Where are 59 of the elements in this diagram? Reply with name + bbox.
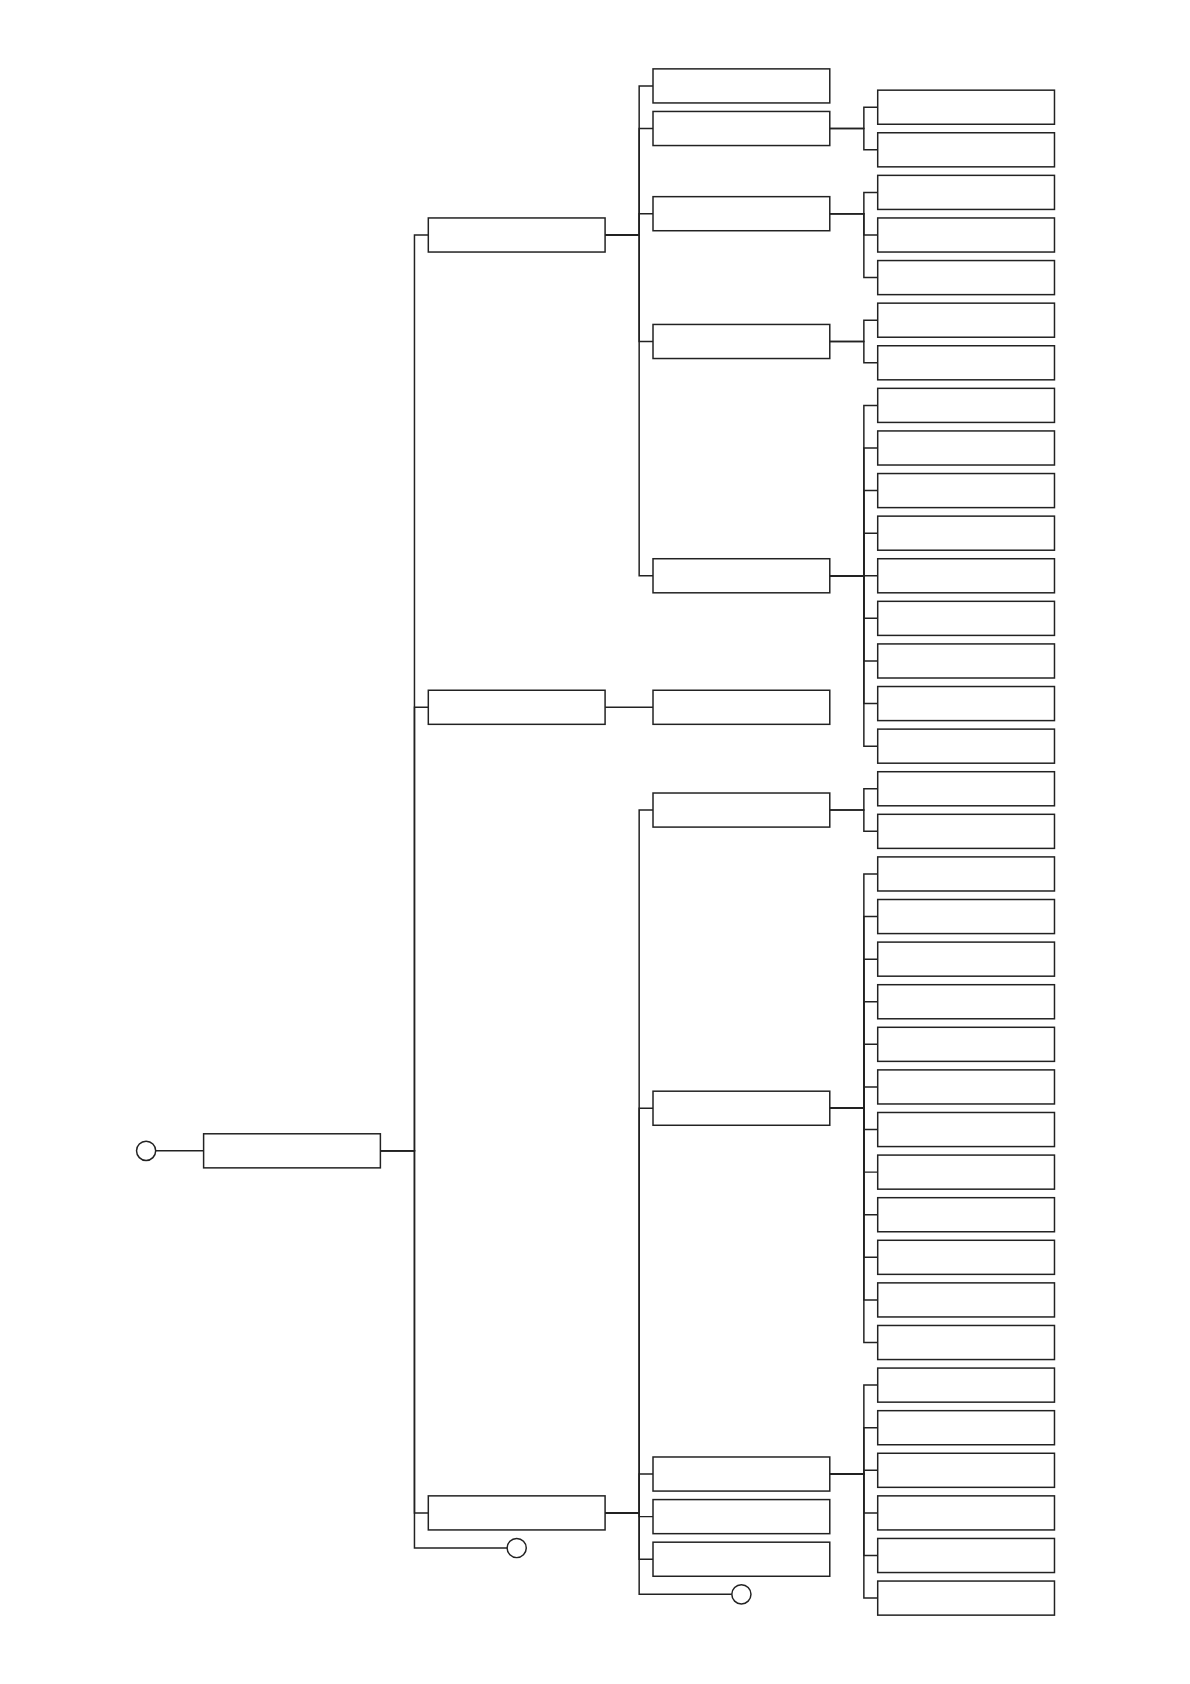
node-box: [876, 1324, 1055, 1361]
node-box: [876, 1111, 1055, 1148]
node-box: [876, 89, 1055, 125]
node-box: [876, 1452, 1055, 1489]
node-box: [651, 689, 831, 726]
node-box: [876, 1367, 1055, 1403]
node-box: [427, 1495, 606, 1531]
connector: [828, 1107, 878, 1344]
node-box: [876, 1196, 1055, 1233]
node-circle: [135, 1140, 156, 1162]
node-box: [427, 217, 606, 253]
node-box: [651, 1456, 831, 1492]
node-box: [876, 600, 1055, 637]
node-box: [876, 1239, 1055, 1276]
node-box: [876, 1154, 1055, 1190]
node-circle: [505, 1537, 527, 1559]
node-box: [876, 983, 1055, 1020]
node-box: [876, 132, 1055, 168]
node-box: [876, 259, 1055, 296]
node-box: [876, 643, 1055, 679]
connector: [603, 234, 654, 577]
node-box: [651, 1541, 831, 1577]
node-box: [651, 195, 831, 232]
node-box: [651, 110, 831, 147]
node-box: [876, 217, 1055, 253]
node-box: [876, 515, 1055, 551]
node-box: [876, 472, 1055, 509]
node-box: [427, 689, 606, 726]
node-box: [876, 813, 1055, 850]
node-circle: [730, 1584, 752, 1605]
node-box: [876, 1282, 1055, 1318]
node-box: [876, 898, 1055, 935]
node-box: [876, 1537, 1055, 1574]
node-box: [651, 68, 831, 104]
node-box: [876, 685, 1055, 722]
connector: [828, 575, 878, 747]
node-box: [651, 323, 831, 360]
node-box: [876, 558, 1055, 594]
node-box: [876, 1580, 1055, 1616]
node-box: [876, 1495, 1055, 1531]
node-box: [876, 174, 1055, 211]
node-box: [876, 1069, 1055, 1105]
connector: [828, 1473, 878, 1599]
node-box: [651, 792, 831, 828]
node-box: [876, 941, 1055, 977]
node-box: [876, 770, 1055, 807]
node-box: [876, 856, 1055, 892]
node-box: [202, 1133, 381, 1169]
node-box: [876, 1409, 1055, 1446]
connector: [603, 1512, 733, 1596]
node-box: [651, 1090, 831, 1126]
node-box: [651, 1498, 831, 1535]
node-box: [876, 387, 1055, 424]
node-box: [876, 1026, 1055, 1063]
node-box: [876, 728, 1055, 764]
node-box: [876, 345, 1055, 381]
node-box: [651, 558, 831, 594]
node-box: [876, 302, 1055, 338]
node-box: [876, 430, 1055, 466]
